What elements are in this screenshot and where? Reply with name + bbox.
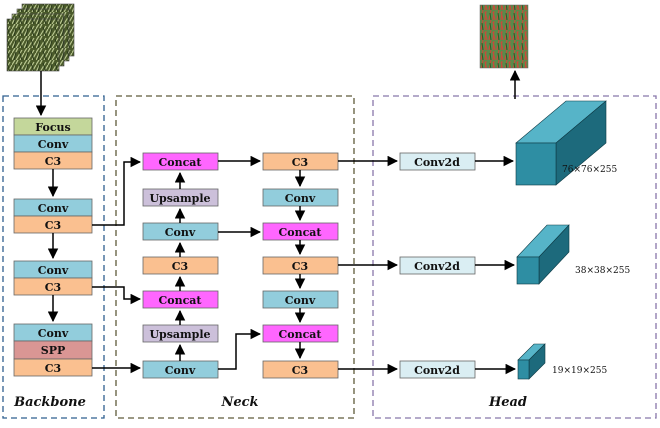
- conv-block-label: Conv: [285, 192, 316, 205]
- output-dims-medium: 38×38×255: [575, 266, 630, 276]
- connection-arrows: [35, 69, 521, 375]
- upsample-block-label: Upsample: [149, 328, 210, 341]
- conv-block-label: Conv: [38, 202, 69, 215]
- conv2d-block-label: Conv2d: [414, 260, 460, 273]
- input-image-stack: [6, 3, 75, 72]
- output-cuboid-medium: [516, 224, 570, 285]
- spp-block-label: SPP: [41, 344, 66, 357]
- c3-block-label: C3: [45, 155, 61, 168]
- conv-block-label: Conv: [38, 327, 69, 340]
- backbone-label: Backbone: [13, 395, 86, 410]
- c3-block-label: C3: [172, 260, 188, 273]
- backbone-group-1: Focus Conv C3: [13, 117, 93, 170]
- arrow: [92, 286, 142, 305]
- backbone-group-2: Conv C3: [13, 198, 93, 234]
- conv-block-label: Conv: [165, 226, 196, 239]
- output-cuboid-large: [515, 100, 607, 186]
- backbone-group-3: Conv C3: [13, 260, 93, 296]
- focus-block-label: Focus: [35, 121, 70, 134]
- arrow: [218, 328, 262, 370]
- head-label: Head: [488, 395, 527, 410]
- neck-label: Neck: [220, 395, 258, 410]
- c3-block-label: C3: [45, 362, 61, 375]
- c3-block-label: C3: [45, 281, 61, 294]
- output-dims-small: 19×19×255: [552, 366, 607, 376]
- concat-block-label: Concat: [279, 328, 323, 341]
- c3-block-label: C3: [45, 219, 61, 232]
- conv2d-block-label: Conv2d: [414, 364, 460, 377]
- conv2d-block-label: Conv2d: [414, 156, 460, 169]
- conv-block-label: Conv: [165, 364, 196, 377]
- output-image: [479, 4, 529, 69]
- concat-block-label: Concat: [279, 226, 323, 239]
- arrow: [92, 156, 142, 226]
- output-dims-large: 76×76×255: [562, 165, 617, 175]
- c3-block-label: C3: [292, 364, 308, 377]
- upsample-block-label: Upsample: [149, 192, 210, 205]
- backbone-group-4: Conv SPP C3: [13, 323, 93, 377]
- c3-block-label: C3: [292, 156, 308, 169]
- concat-block-label: Concat: [159, 156, 203, 169]
- c3-block-label: C3: [292, 260, 308, 273]
- conv-block-label: Conv: [285, 294, 316, 307]
- conv-block-label: Conv: [38, 138, 69, 151]
- concat-block-label: Concat: [159, 294, 203, 307]
- output-cuboid-small: [517, 343, 546, 380]
- backbone-section-border: [2, 95, 105, 419]
- conv-block-label: Conv: [38, 264, 69, 277]
